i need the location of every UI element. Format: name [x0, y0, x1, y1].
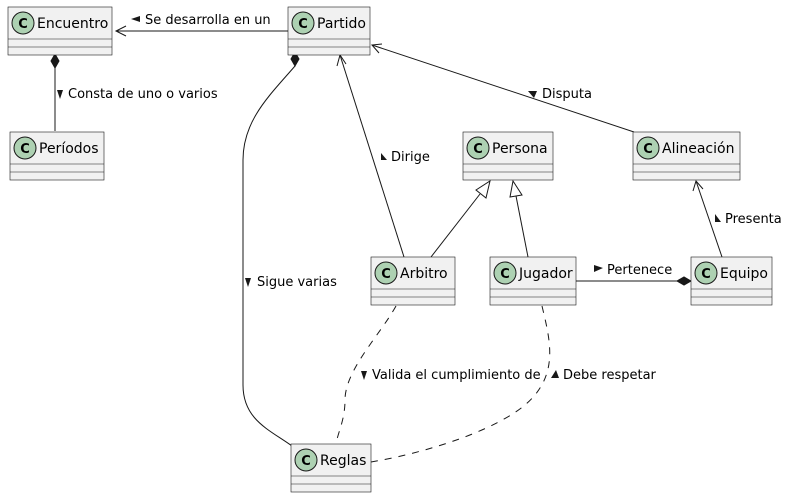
class-reglas: C Reglas: [290, 443, 372, 493]
svg-text:C: C: [381, 267, 391, 282]
class-c-icon: [636, 136, 660, 160]
class-name: Jugador: [518, 266, 573, 282]
class-name: Arbitro: [400, 266, 448, 282]
direction-arrow-icon: [131, 16, 140, 22]
svg-text:C: C: [500, 267, 510, 282]
class-name: Alineación: [662, 141, 734, 157]
label-debe: Debe respetar: [563, 368, 657, 383]
direction-arrow-icon: [551, 370, 559, 378]
class-name: Persona: [492, 141, 548, 157]
edge-arbitro-persona: [430, 179, 491, 258]
svg-text:C: C: [18, 17, 28, 32]
direction-arrow-icon: [381, 153, 387, 160]
class-c-icon: [374, 261, 398, 285]
class-arbitro: C Arbitro: [370, 256, 456, 306]
edge-disputa: [370, 43, 635, 133]
svg-text:C: C: [298, 17, 308, 32]
class-persona: C Persona: [462, 131, 554, 181]
direction-arrow-icon: [528, 91, 537, 98]
edge-presenta: [692, 179, 723, 258]
class-c-icon: [466, 136, 490, 160]
class-c-icon: [493, 261, 517, 285]
edge-consta: [50, 52, 60, 131]
class-periodos: C Períodos: [9, 131, 105, 181]
class-encuentro: C Encuentro: [7, 6, 113, 56]
class-alineacion: C Alineación: [632, 131, 741, 181]
edge-debe: [370, 305, 551, 463]
class-name: Encuentro: [37, 16, 108, 32]
svg-text:C: C: [701, 267, 711, 282]
svg-text:C: C: [473, 142, 483, 157]
direction-arrow-icon: [361, 371, 367, 380]
label-disputa: Disputa: [542, 87, 592, 102]
label-valida: Valida el cumplimiento de: [372, 368, 541, 383]
label-consta: Consta de uno o varios: [68, 87, 218, 102]
class-equipo: C Equipo: [690, 256, 773, 306]
label-dirige: Dirige: [391, 150, 430, 165]
class-c-icon: [11, 11, 35, 35]
edge-valida: [335, 305, 397, 445]
class-c-icon: [694, 261, 718, 285]
direction-arrow-icon: [715, 214, 721, 222]
direction-arrow-icon: [594, 265, 603, 272]
class-c-icon: [294, 448, 318, 472]
direction-arrow-icon: [245, 278, 251, 287]
label-sigue: Sigue varias: [257, 275, 337, 290]
label-se-desarrolla: Se desarrolla en un: [145, 13, 271, 28]
svg-text:C: C: [301, 454, 311, 469]
edge-pertenece: [575, 276, 693, 286]
class-c-icon: [13, 136, 37, 160]
edge-sigue: [242, 50, 300, 447]
class-jugador: C Jugador: [489, 256, 577, 306]
direction-arrow-icon: [57, 90, 63, 99]
edge-se-desarrolla: [114, 25, 288, 37]
class-name: Períodos: [39, 141, 99, 157]
class-partido: C Partido: [287, 6, 371, 56]
class-name: Partido: [317, 16, 366, 32]
svg-text:C: C: [643, 142, 653, 157]
label-pertenece: Pertenece: [607, 263, 672, 278]
class-name: Reglas: [320, 453, 366, 469]
class-name: Equipo: [720, 266, 768, 282]
edge-jugador-persona: [509, 179, 529, 258]
class-c-icon: [291, 11, 315, 35]
svg-text:C: C: [20, 142, 30, 157]
label-presenta: Presenta: [725, 212, 782, 227]
